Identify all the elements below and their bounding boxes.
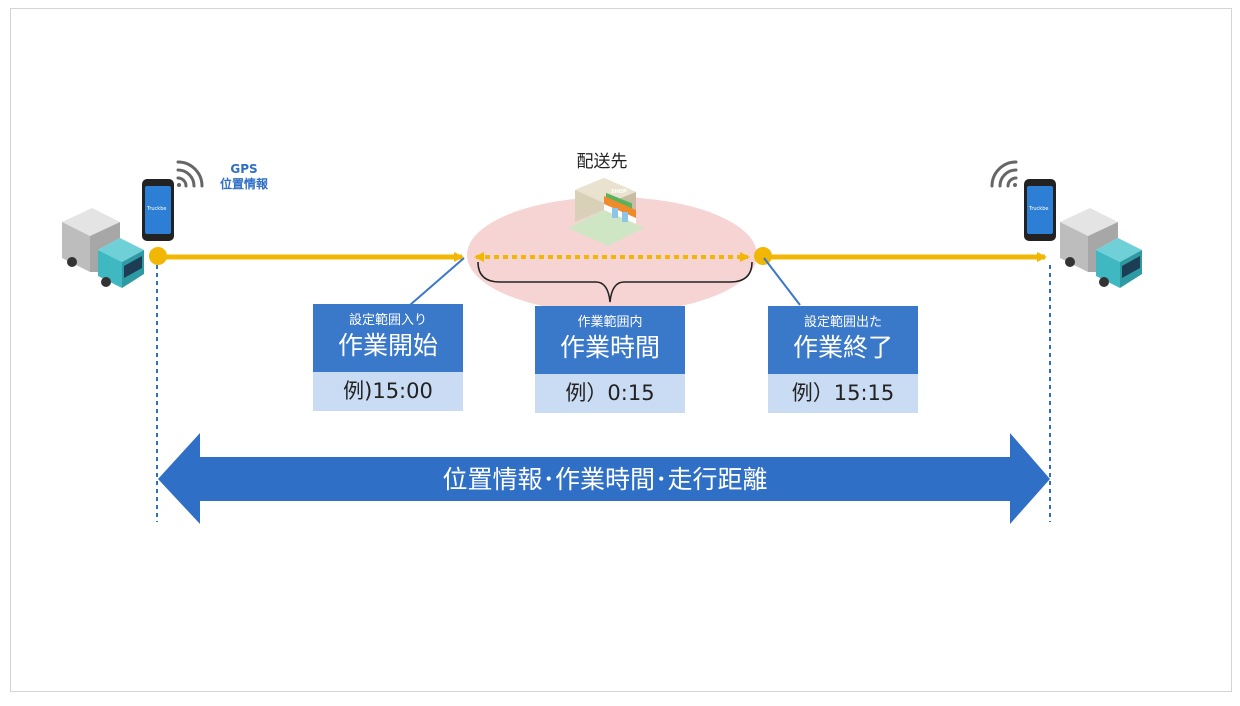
event-box-start: 設定範囲入り 作業開始 例)15:00 xyxy=(313,304,463,411)
event-title: 作業時間 xyxy=(559,333,660,362)
start-point xyxy=(149,247,167,265)
event-example: 例）0:15 xyxy=(535,374,685,413)
duration-brace xyxy=(477,261,753,303)
gps-label-line2: 位置情報 xyxy=(219,177,268,191)
callout-line-start xyxy=(409,257,465,306)
truck-right-icon xyxy=(1060,208,1142,288)
truck-left-icon xyxy=(62,208,144,288)
signal-left-icon xyxy=(176,160,204,188)
smartphone-left-icon xyxy=(142,179,174,241)
event-trigger-text: 設定範囲入り xyxy=(348,313,427,328)
phone-app-text-left: Truckbe xyxy=(147,206,167,212)
phone-app-text-right: Truckbe xyxy=(1029,206,1049,212)
event-box-end: 設定範囲出た 作業終了 例）15:15 xyxy=(768,306,918,413)
gps-label-line1: GPS xyxy=(230,162,258,176)
event-title: 作業開始 xyxy=(337,331,438,360)
smartphone-right-icon xyxy=(1024,179,1056,241)
shop-icon xyxy=(568,178,644,246)
event-box-header: 設定範囲入り 作業開始 xyxy=(313,304,463,372)
event-trigger-text: 設定範囲出た xyxy=(803,315,882,330)
event-box-header: 作業範囲内 作業時間 xyxy=(535,306,685,374)
summary-banner-arrow xyxy=(158,433,1050,524)
event-example: 例)15:00 xyxy=(313,372,463,411)
event-example: 例）15:15 xyxy=(768,374,918,413)
event-trigger-text: 作業範囲内 xyxy=(577,315,643,330)
event-box-duration: 作業範囲内 作業時間 例）0:15 xyxy=(535,306,685,413)
destination-label: 配送先 xyxy=(576,152,628,172)
callout-line-end xyxy=(763,257,801,306)
shop-sign-text: SHOP xyxy=(611,189,627,195)
exit-point xyxy=(754,247,772,265)
gps-label: GPS 位置情報 xyxy=(214,162,274,192)
signal-right-icon xyxy=(990,160,1018,188)
event-title: 作業終了 xyxy=(792,333,893,362)
summary-banner-text: 位置情報･作業時間･走行距離 xyxy=(442,465,768,494)
event-box-header: 設定範囲出た 作業終了 xyxy=(768,306,918,374)
